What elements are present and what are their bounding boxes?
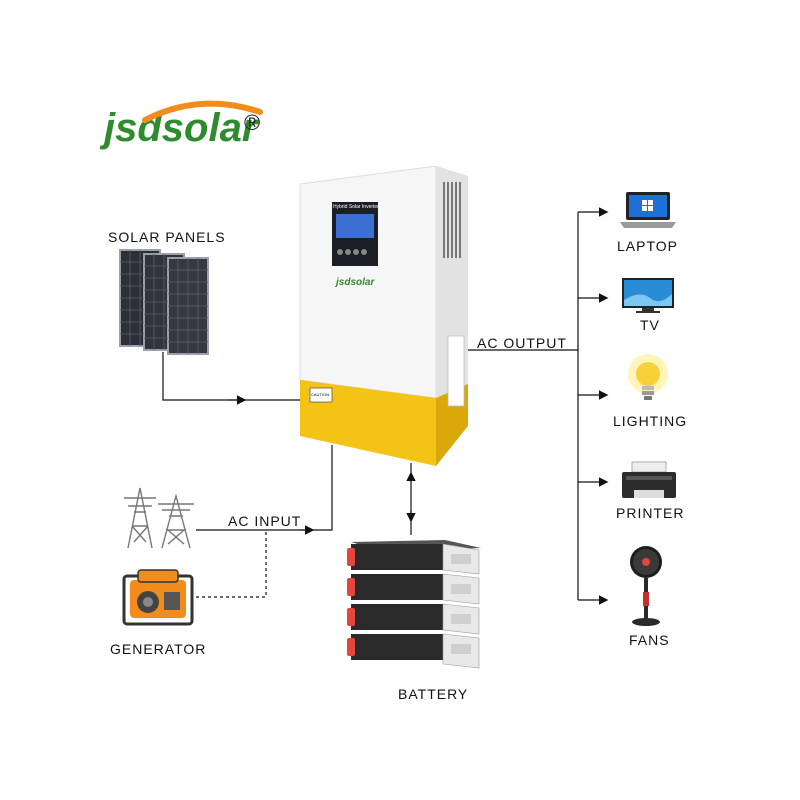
brand-logo-text: jsdsolar <box>104 106 258 150</box>
power-tower-icon <box>124 487 194 549</box>
load-label-laptop: LAPTOP <box>617 238 678 254</box>
logo-swoosh-icon <box>142 100 263 123</box>
inverter-caution-label: CAUTION <box>311 392 329 397</box>
solar-panels-icon <box>119 249 209 355</box>
ac-input-label: AC INPUT <box>228 513 302 529</box>
load-label-tv: TV <box>640 317 660 333</box>
load-label-printer: PRINTER <box>616 505 685 521</box>
load-label-lighting: LIGHTING <box>613 413 688 429</box>
brand-logo: jsdsolar <box>104 106 257 151</box>
printer-icon <box>622 461 676 498</box>
generator-label: GENERATOR <box>110 641 207 657</box>
ac-output-label: AC OUTPUT <box>477 335 567 351</box>
laptop-icon <box>620 192 676 228</box>
registered-mark: ® <box>244 110 261 135</box>
battery-stack-icon <box>347 540 481 669</box>
light-bulb-icon <box>628 354 668 400</box>
tv-icon <box>622 278 674 313</box>
fan-icon <box>630 546 662 626</box>
load-label-fans: FANS <box>629 632 670 648</box>
inverter-screen-title: Hybrid Solar Inverter <box>333 204 379 210</box>
inverter-brand-badge: jsdsolar <box>336 277 375 288</box>
inverter-unit <box>299 166 468 466</box>
solar-panels-label: SOLAR PANELS <box>108 229 226 245</box>
generator-icon <box>122 569 194 626</box>
battery-label: BATTERY <box>398 686 469 702</box>
